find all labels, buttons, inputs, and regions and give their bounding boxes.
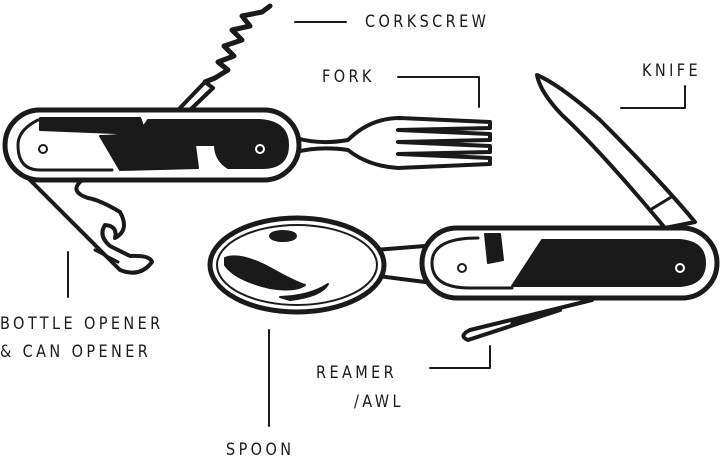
fork-leader xyxy=(397,76,480,108)
reamer-awl-icon xyxy=(461,298,594,342)
handle-top xyxy=(2,107,302,183)
rivet-icon xyxy=(457,263,467,273)
label-corkscrew: CORKSCREW xyxy=(365,12,490,32)
spoon-icon xyxy=(207,215,427,315)
label-bottle-opener-line1: BOTTLE OPENER xyxy=(0,314,164,334)
knife-leader xyxy=(620,85,686,109)
label-knife: KNIFE xyxy=(642,61,701,81)
label-fork: FORK xyxy=(322,67,375,87)
rivet-icon xyxy=(38,144,48,154)
label-bottle-opener-line2: & CAN OPENER xyxy=(0,342,152,362)
handle-bottom xyxy=(419,225,720,301)
label-reamer-line1: REAMER xyxy=(316,363,398,383)
corkscrew-icon xyxy=(178,3,273,112)
knife-icon xyxy=(535,73,697,230)
label-reamer-line2: /AWL xyxy=(354,392,404,412)
rivet-icon xyxy=(675,263,685,273)
reamer-leader xyxy=(429,345,491,369)
leader-lines xyxy=(67,21,686,427)
rivet-icon xyxy=(255,144,265,154)
label-spoon: SPOON xyxy=(226,440,295,460)
bottle-opener-icon xyxy=(26,176,154,275)
fork-icon xyxy=(294,116,492,170)
